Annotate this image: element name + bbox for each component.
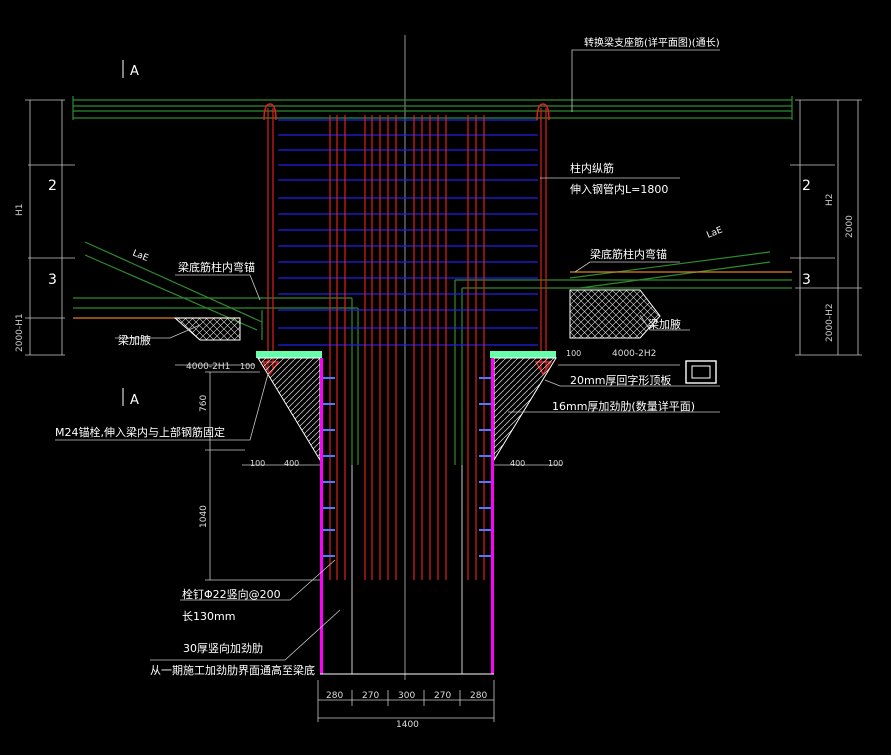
stiffener-left (257, 357, 321, 462)
dim-bottom-280b: 280 (470, 691, 487, 701)
tube-wall-right (491, 358, 494, 674)
haunch-left (173, 317, 241, 341)
right-beam-bottom (454, 251, 792, 465)
dim-h1: H1 (15, 204, 25, 217)
dim-bottom-280a: 280 (326, 691, 343, 701)
label-vert-rib-2: 从一期施工加劲肋界面通高至梁底 (150, 663, 315, 677)
top-beam (72, 96, 793, 120)
section-mark-bottom: A (130, 393, 139, 408)
label-beam-bottom-right: 梁底筋柱内弯锚 (590, 247, 667, 261)
dim-left-4000: 4000-2H1 (186, 362, 230, 372)
section-mark-top: A (130, 64, 139, 79)
label-lae-right: LaE (705, 225, 724, 240)
leader-lines (55, 49, 720, 661)
label-ring-plate: 20mm厚回字形顶板 (570, 373, 671, 387)
column-dim-lines (175, 364, 680, 722)
label-stud-1: 栓钉Φ22竖向@200 (182, 587, 281, 601)
label-haunch-left: 梁加腋 (118, 333, 151, 347)
dim-bottom-270b: 270 (434, 691, 451, 701)
ring-plate-right (490, 351, 556, 358)
stiffener-right (493, 357, 557, 462)
haunch-right (569, 289, 661, 339)
left-dim-lines (25, 99, 75, 356)
dim-right-100b: 100 (548, 459, 563, 468)
dim-h1-2000: 2000-H1 (15, 313, 25, 352)
tube-section-symbol (685, 360, 717, 384)
zone-left-upper: 2 (48, 178, 57, 194)
label-vert-rib-1: 30厚竖向加劲肋 (183, 641, 263, 655)
dim-h2-2000: 2000-H2 (825, 303, 835, 342)
column-rebar (267, 108, 547, 580)
label-beam-bottom-left: 梁底筋柱内弯锚 (178, 260, 255, 274)
label-col-rebar-2: 伸入钢管内L=1800 (570, 182, 668, 196)
label-stud-2: 长130mm (182, 610, 235, 623)
zone-left-lower: 3 (48, 272, 57, 288)
column-ties (278, 119, 538, 346)
dim-right-400: 400 (510, 459, 525, 468)
label-top-right: 转换梁支座筋(详平面图)(通长) (584, 36, 720, 49)
shear-studs (323, 377, 491, 557)
dim-left-100b: 100 (250, 459, 265, 468)
ring-plate-left (256, 351, 322, 358)
zone-right-upper: 2 (802, 178, 811, 194)
label-col-rebar-1: 柱内纵筋 (570, 161, 614, 175)
dim-left-100: 100 (240, 362, 255, 371)
right-dim-lines (790, 99, 862, 356)
dim-v-760: 760 (199, 395, 209, 412)
zone-right-lower: 3 (802, 272, 811, 288)
dim-bottom-total: 1400 (396, 720, 419, 730)
dim-bottom-300: 300 (398, 691, 415, 701)
label-haunch-right: 梁加腋 (648, 317, 681, 331)
label-bolt: M24锚栓,伸入梁内与上部钢筋固定 (55, 425, 225, 439)
dim-h2: H2 (825, 194, 835, 207)
dim-v-1040: 1040 (199, 505, 209, 528)
bolt-hooks (261, 103, 553, 376)
dim-left-400: 400 (284, 459, 299, 468)
dim-total: 2000 (845, 215, 855, 238)
dim-right-100: 100 (566, 349, 581, 358)
dim-bottom-270a: 270 (362, 691, 379, 701)
dim-right-4000: 4000-2H2 (612, 349, 656, 359)
tube-wall-left (320, 358, 323, 674)
label-stiffener: 16mm厚加劲肋(数量详平面) (552, 399, 695, 413)
label-lae-left: LaE (131, 249, 150, 264)
